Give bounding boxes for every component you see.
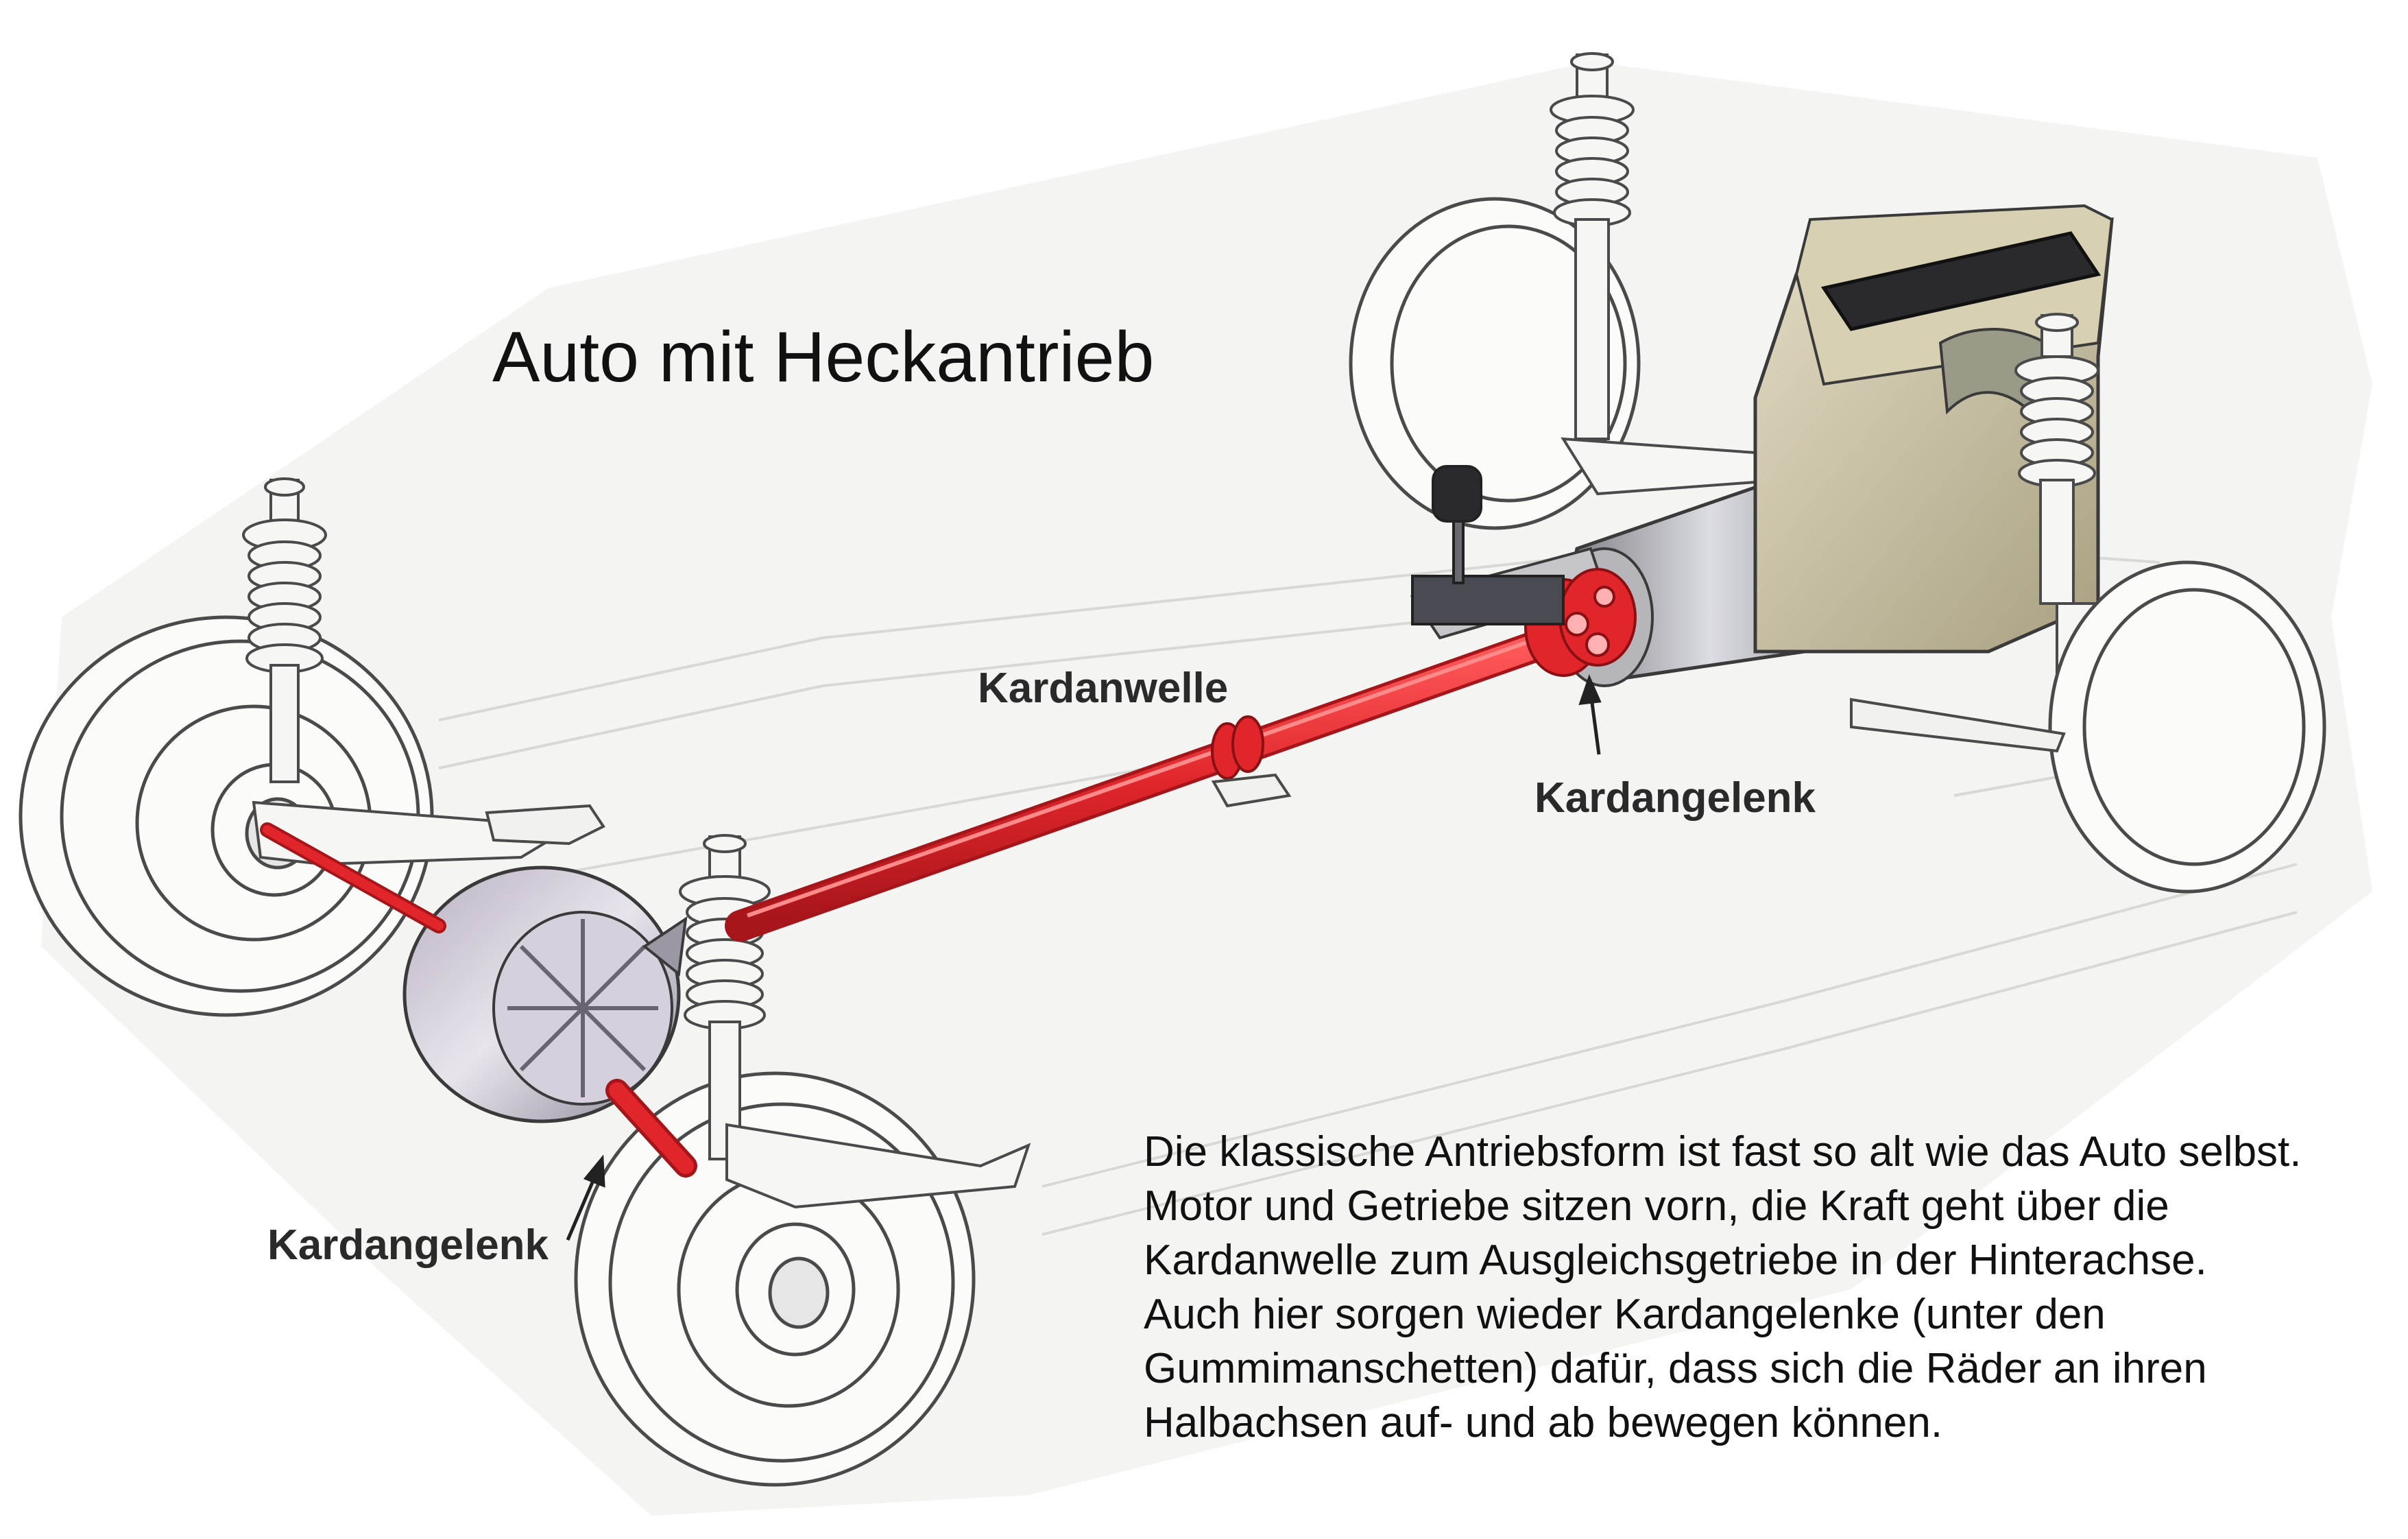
front-right-wheel <box>2048 560 2326 894</box>
label-front-universal-joint: Kardangelenk <box>1534 774 1816 822</box>
rear-halfshafts <box>260 822 697 1178</box>
description-line: Die klassische Antriebsform ist fast so … <box>1144 1128 2302 1176</box>
rear-differential <box>402 866 688 1123</box>
label-driveshaft: Kardanwelle <box>978 665 1229 712</box>
gear-shift-lever <box>1411 465 1565 625</box>
front-left-spring-strut <box>1550 52 1786 496</box>
front-tie-rod <box>1850 697 2066 753</box>
label-arrows <box>566 674 1602 1241</box>
description-line: Kardanwelle zum Ausgleichsgetriebe in de… <box>1144 1237 2207 1284</box>
rear-left-arm-bracket <box>485 804 605 846</box>
description-line: Gummimanschetten) dafür, dass sich die R… <box>1144 1345 2207 1392</box>
diagram-title: Auto mit Heckantrieb <box>492 318 1155 397</box>
description-line: Auch hier sorgen wieder Kardangelenke (u… <box>1144 1291 2106 1338</box>
description-text: Die klassische Antriebsform ist fast so … <box>1144 1125 2398 1450</box>
label-rear-universal-joint: Kardangelenk <box>267 1221 549 1269</box>
description-line: Halbachsen auf- und ab bewegen können. <box>1144 1399 1943 1446</box>
front-universal-joint <box>1524 568 1637 677</box>
rear-left-spring-strut <box>242 477 327 783</box>
description-line: Motor und Getriebe sitzen vorn, die Kraf… <box>1144 1182 2169 1230</box>
driveshaft <box>725 625 1565 942</box>
rear-right-spring-strut <box>679 834 1031 1209</box>
